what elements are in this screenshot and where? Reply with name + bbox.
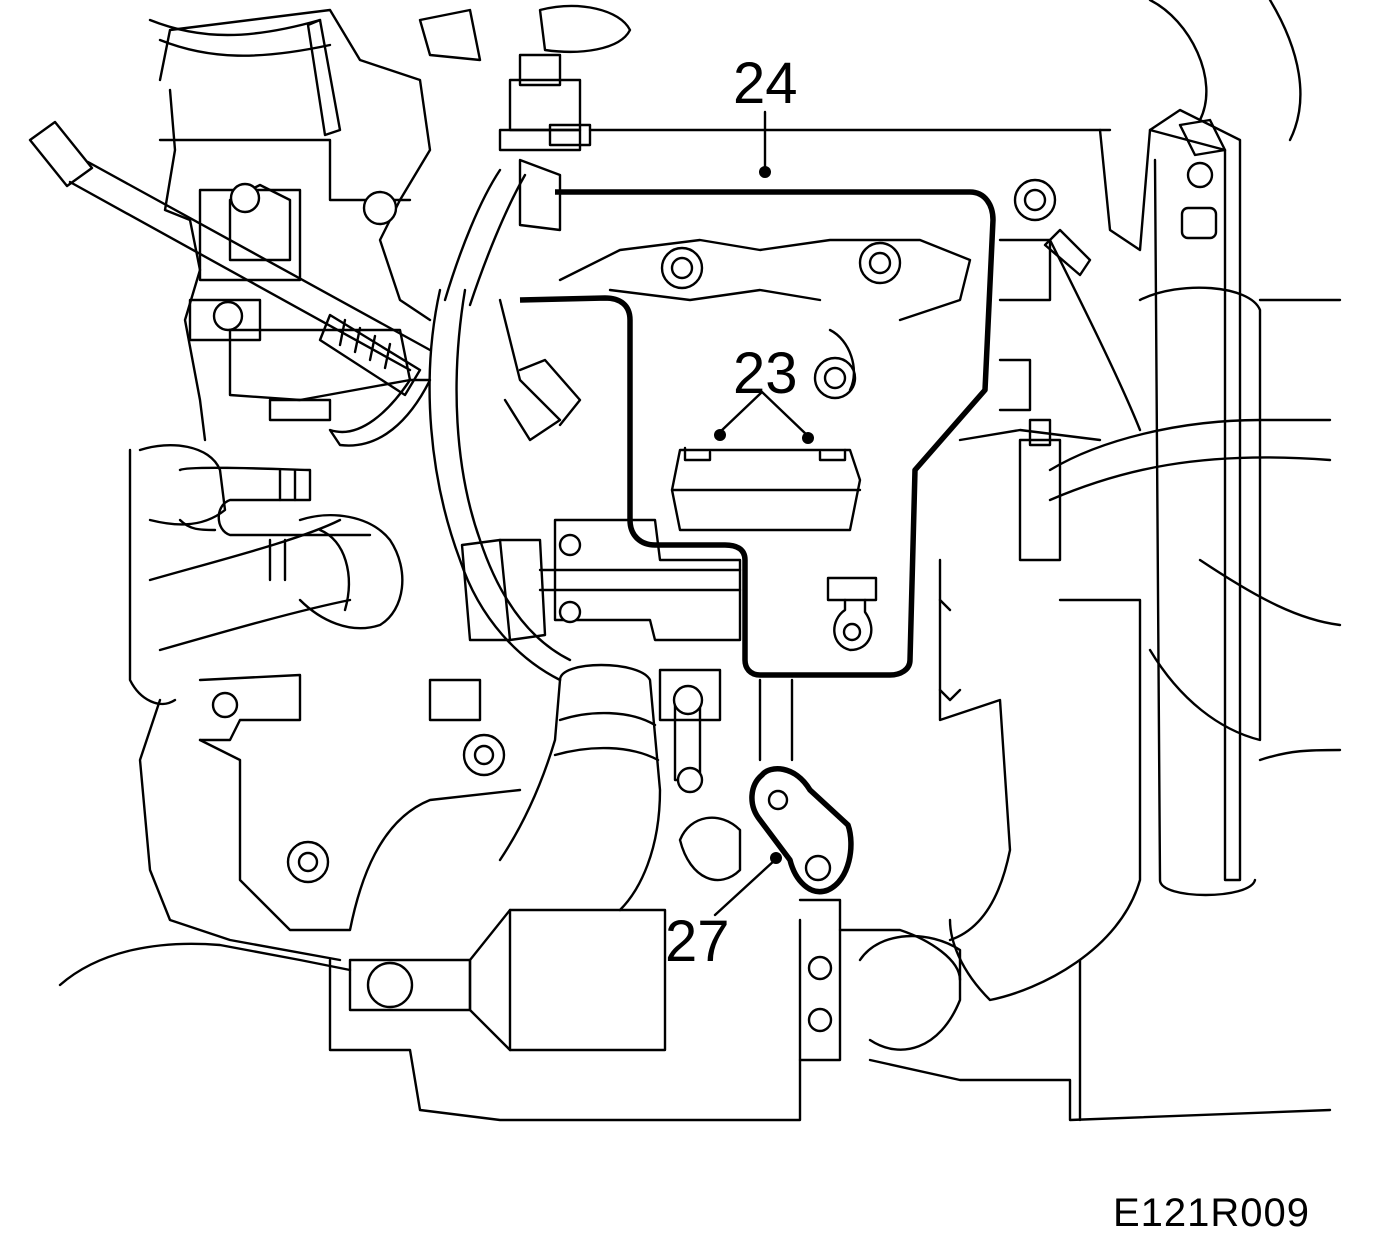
highlighted-bracket-27 [749, 678, 854, 895]
highlighted-heat-shield-24 [519, 189, 996, 678]
callout-27: 27 [665, 909, 730, 974]
figure-reference-code: E121R009 [1112, 1191, 1310, 1235]
callout-24: 24 [733, 51, 798, 116]
callout-23: 23 [733, 341, 798, 406]
leader-lines [713, 110, 814, 917]
engine-block-outline [28, 0, 1342, 1122]
